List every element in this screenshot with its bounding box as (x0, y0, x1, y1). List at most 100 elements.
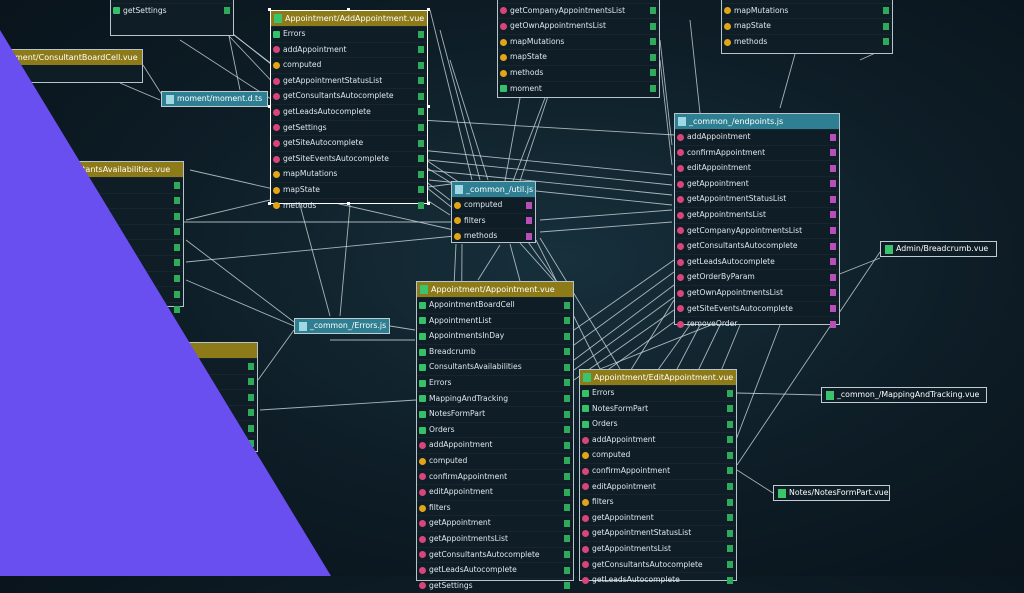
node-consultant-board-cell[interactable]: ment/ConsultantBoardCell.vue (0, 49, 143, 83)
selection-handle[interactable] (427, 105, 430, 108)
port-icon[interactable] (224, 7, 230, 15)
port-icon[interactable] (564, 410, 570, 418)
port-icon[interactable] (830, 180, 836, 188)
node-member-row[interactable]: getSettings (417, 577, 573, 593)
node-member-row[interactable]: getAppointment (580, 509, 736, 526)
selection-handle[interactable] (427, 8, 430, 11)
node-member-row[interactable]: getSiteEventsAutocomplete (675, 300, 839, 317)
node-member-row[interactable]: getSettings (111, 2, 233, 19)
node-member-row[interactable]: mapState (722, 18, 892, 34)
node-member-row[interactable] (61, 177, 183, 193)
port-icon[interactable] (830, 227, 836, 235)
node-member-row[interactable]: getAppointment (675, 175, 839, 192)
node-member-row[interactable]: methods (271, 197, 427, 214)
node-member-row[interactable] (61, 254, 183, 271)
node-member-row[interactable]: addAppointment (271, 41, 427, 58)
node-member-row[interactable]: filters (452, 212, 535, 229)
port-icon[interactable] (830, 305, 836, 313)
port-icon[interactable] (727, 389, 733, 397)
node-member-row[interactable]: editAppointment (417, 484, 573, 500)
node-member-row[interactable]: getCompanyAppointmentsList (675, 222, 839, 239)
port-icon[interactable] (564, 457, 570, 465)
node-top-left[interactable]: getConsultantsInDaygetSettings (110, 0, 234, 36)
node-member-row[interactable]: confirmAppointment (675, 144, 839, 161)
port-icon[interactable] (564, 488, 570, 496)
node-member-row[interactable] (121, 373, 257, 390)
port-icon[interactable] (830, 195, 836, 203)
node-member-row[interactable]: computed (417, 452, 573, 469)
node-member-row[interactable]: getAppointmentStatusList (271, 72, 427, 89)
node-member-row[interactable] (121, 389, 257, 405)
port-icon[interactable] (830, 320, 836, 328)
node-member-row[interactable]: NotesFormPart (580, 400, 736, 417)
port-icon[interactable] (418, 46, 424, 54)
node-title[interactable]: ment/ConsultantBoardCell.vue (1, 50, 142, 65)
port-icon[interactable] (564, 551, 570, 558)
node-member-row[interactable]: getSettings (271, 119, 427, 136)
node-member-row[interactable] (61, 286, 183, 302)
node-member-row[interactable]: filters (417, 499, 573, 516)
port-icon[interactable] (564, 395, 570, 403)
port-icon[interactable] (174, 243, 180, 251)
node-member-row[interactable]: mapState (271, 181, 427, 198)
port-icon[interactable] (418, 170, 424, 178)
port-icon[interactable] (650, 53, 656, 61)
node-member-row[interactable]: Errors (580, 385, 736, 401)
port-icon[interactable] (418, 124, 424, 132)
port-icon[interactable] (727, 483, 733, 491)
port-icon[interactable] (248, 440, 254, 448)
port-icon[interactable] (650, 22, 656, 30)
node-member-row[interactable]: getConsultantsAutocomplete (675, 238, 839, 254)
node-member-row[interactable]: computed (452, 197, 535, 213)
node-member-row[interactable]: moment (498, 80, 659, 97)
node-member-row[interactable]: editAppointment (675, 160, 839, 176)
node-member-row[interactable]: computed (580, 447, 736, 463)
node-member-row[interactable]: filters (580, 494, 736, 510)
chip-notes[interactable]: Notes/NotesFormPart.vue (773, 485, 890, 501)
port-icon[interactable] (727, 405, 733, 413)
port-icon[interactable] (564, 317, 570, 325)
node-member-row[interactable]: mapState (498, 49, 659, 65)
port-icon[interactable] (418, 139, 424, 147)
port-icon[interactable] (526, 201, 532, 209)
node-member-row[interactable] (121, 435, 257, 452)
port-icon[interactable] (248, 362, 254, 370)
port-icon[interactable] (727, 451, 733, 459)
port-icon[interactable] (883, 38, 889, 46)
node-member-row[interactable]: getConsultantsAutocomplete (417, 546, 573, 563)
port-icon[interactable] (727, 561, 733, 569)
node-member-row[interactable] (121, 404, 257, 421)
port-icon[interactable] (830, 258, 836, 266)
node-member-row[interactable]: methods (498, 64, 659, 81)
port-icon[interactable] (830, 164, 836, 172)
port-icon[interactable] (174, 306, 180, 314)
node-member-row[interactable]: getAppointmentStatusList (675, 191, 839, 207)
port-icon[interactable] (564, 348, 570, 356)
node-member-row[interactable]: methods (452, 228, 535, 244)
node-member-row[interactable]: getOwnAppointmentsList (498, 18, 659, 34)
node-member-row[interactable] (61, 223, 183, 240)
chip-moment[interactable]: moment/moment.d.ts (161, 91, 268, 107)
port-icon[interactable] (174, 212, 180, 220)
port-icon[interactable] (526, 232, 532, 240)
port-icon[interactable] (248, 424, 254, 432)
port-icon[interactable] (418, 92, 424, 100)
node-member-row[interactable]: getLeadsAutocomplete (580, 572, 736, 588)
port-icon[interactable] (650, 7, 656, 15)
port-icon[interactable] (830, 242, 836, 250)
node-member-row[interactable]: addAppointment (417, 437, 573, 453)
port-icon[interactable] (830, 211, 836, 219)
node-member-row[interactable]: getSiteEventsAutocomplete (271, 150, 427, 167)
port-icon[interactable] (418, 108, 424, 116)
port-icon[interactable] (650, 69, 656, 77)
node-member-row[interactable] (61, 239, 183, 255)
port-icon[interactable] (564, 426, 570, 434)
node-title[interactable]: Appointment/EditAppointment.vue (580, 370, 736, 385)
node-member-row[interactable]: getConsultantsAutocomplete (580, 556, 736, 573)
node-member-row[interactable]: getAppointmentsList (675, 206, 839, 223)
port-icon[interactable] (727, 498, 733, 506)
node-member-row[interactable] (121, 451, 257, 468)
